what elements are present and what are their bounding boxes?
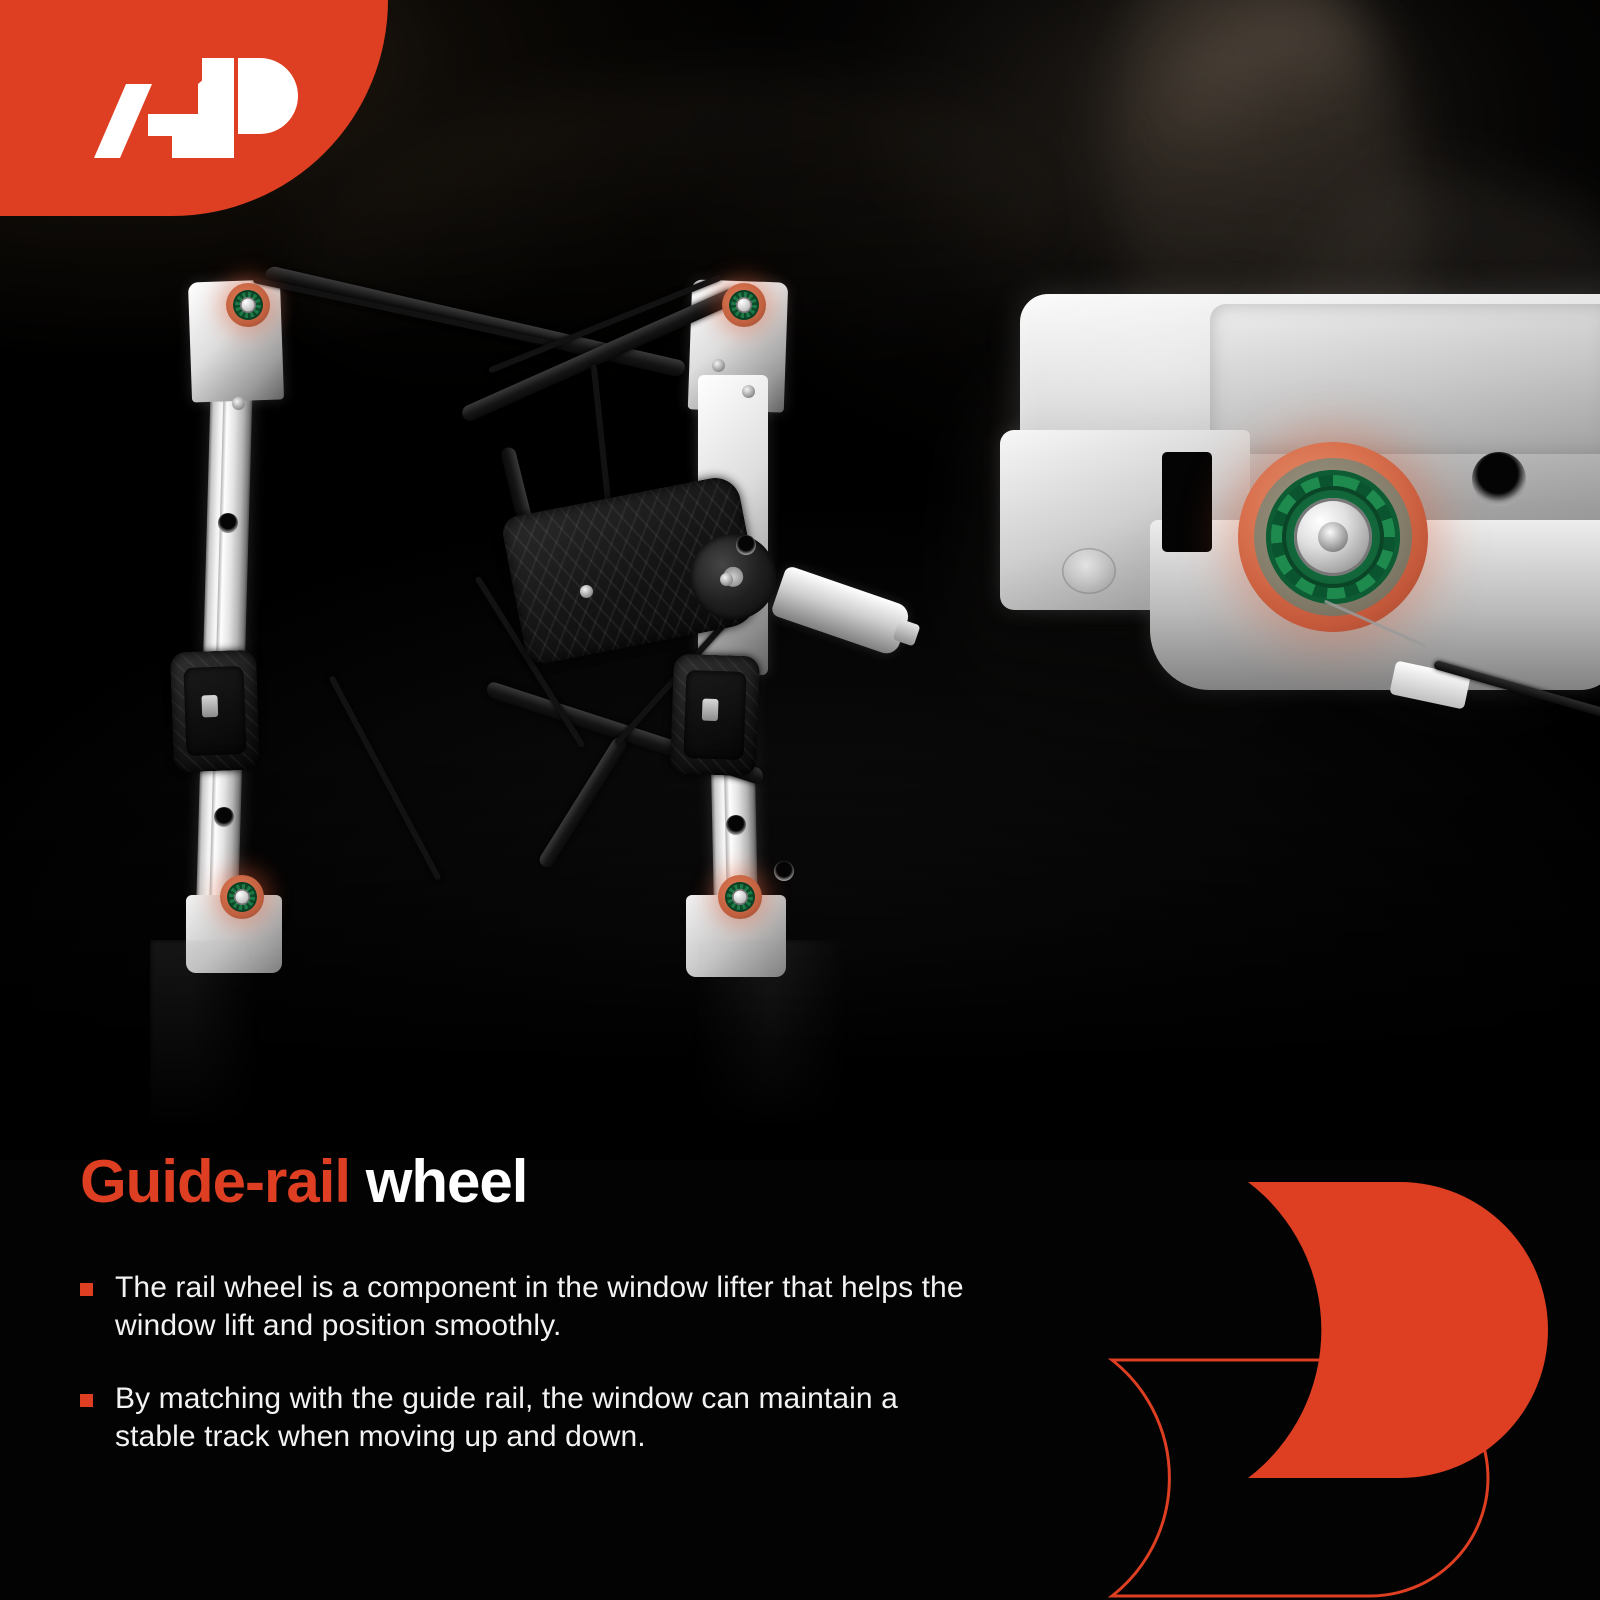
- bracket-slot: [1162, 452, 1212, 552]
- title-accent: Guide-rail: [80, 1148, 351, 1215]
- mounting-hole: [218, 513, 238, 533]
- mounting-hole: [726, 815, 746, 835]
- bracket-inner-panel: [1210, 304, 1600, 454]
- title-plain: wheel: [365, 1148, 529, 1215]
- page-title: Guide-rail wheel: [80, 1150, 980, 1213]
- square-bullet-icon: [80, 1393, 93, 1407]
- rivet: [232, 397, 245, 410]
- brand-d-shape-icon: [1248, 1182, 1548, 1478]
- chrome-center-bolt: [1294, 498, 1372, 576]
- list-item: By matching with the guide rail, the win…: [80, 1380, 980, 1457]
- top-left-pulley: [226, 283, 270, 327]
- pulley-bolt: [732, 889, 748, 905]
- rivet: [712, 359, 725, 372]
- mounting-hole: [214, 807, 234, 827]
- pulley-bolt: [234, 889, 250, 905]
- lower-left-cable-sleeve: [536, 734, 630, 871]
- motor-mount-actuator: [770, 564, 912, 658]
- a-premium-logo-icon: [94, 58, 298, 158]
- bracket-mounting-hole: [1472, 452, 1526, 506]
- mounting-hole: [736, 535, 756, 555]
- guide-rail-wheel: [1238, 442, 1428, 632]
- feature-text-block: Guide-rail wheel The rail wheel is a com…: [80, 1150, 980, 1491]
- top-right-pulley: [722, 283, 766, 327]
- rivet: [742, 385, 755, 398]
- right-glass-clamp: [669, 653, 761, 777]
- upper-cross-cable-a: [252, 276, 558, 348]
- cable-drum-cap: [682, 526, 784, 628]
- rivet: [580, 585, 593, 598]
- pulley-bolt: [240, 297, 256, 313]
- bracket-dimple: [1062, 548, 1116, 594]
- right-clamp-tab: [701, 698, 719, 722]
- product-reflection: [150, 940, 950, 1130]
- power-window-regulator: [150, 255, 950, 995]
- pulley-bolt: [736, 297, 752, 313]
- rivet: [720, 573, 733, 586]
- square-bullet-icon: [80, 1283, 93, 1296]
- bottom-left-pulley: [220, 875, 264, 919]
- brand-decoration: [1107, 1182, 1548, 1598]
- left-glass-clamp: [169, 649, 261, 773]
- upper-left-cable-sleeve: [262, 265, 688, 378]
- feature-bullet-list: The rail wheel is a component in the win…: [80, 1269, 980, 1457]
- guide-rail-wheel-closeup: [1000, 270, 1600, 830]
- mounting-hole: [774, 861, 794, 881]
- bullet-text: The rail wheel is a component in the win…: [115, 1271, 964, 1343]
- left-rail-cable: [328, 675, 442, 881]
- left-clamp-tab: [201, 694, 219, 718]
- bottom-right-pulley: [718, 875, 762, 919]
- list-item: The rail wheel is a component in the win…: [80, 1269, 980, 1346]
- bullet-text: By matching with the guide rail, the win…: [115, 1381, 898, 1454]
